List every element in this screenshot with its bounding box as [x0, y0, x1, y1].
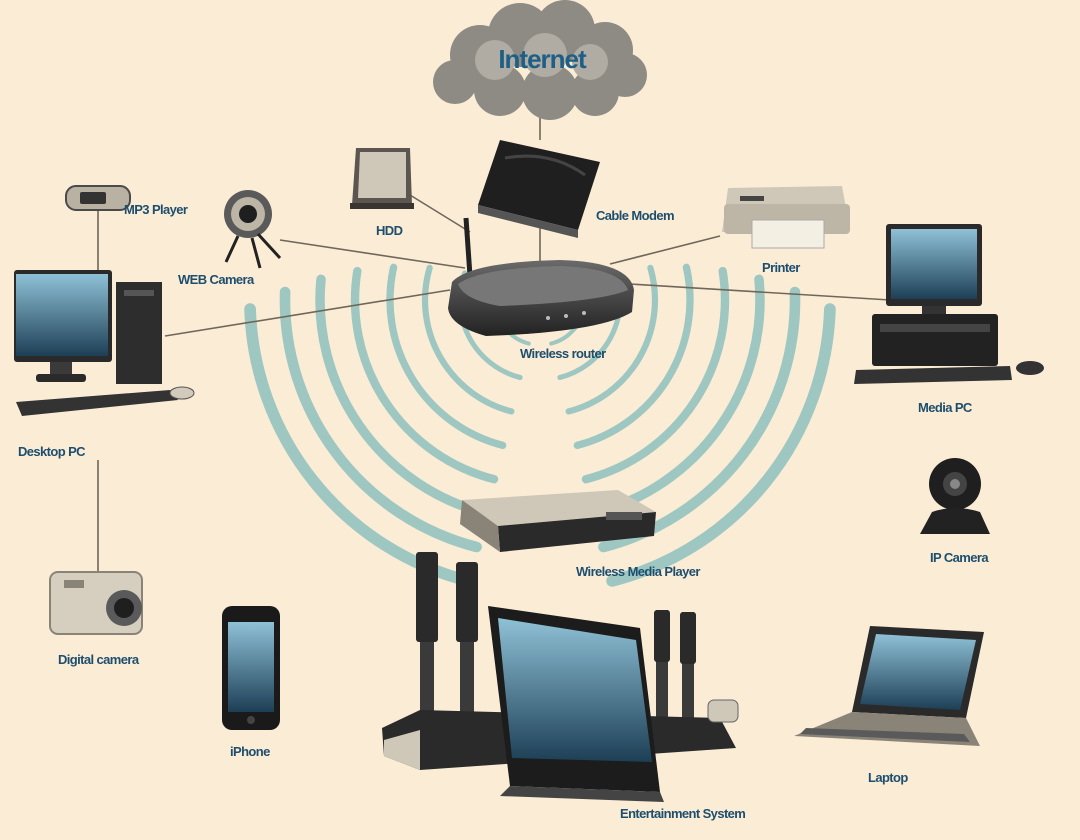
- laptop-icon: [794, 626, 984, 746]
- digital-camera-label: Digital camera: [58, 652, 140, 667]
- media-pc-label: Media PC: [918, 400, 973, 415]
- wireless-router-label: Wireless router: [520, 346, 606, 361]
- iphone-icon: [222, 606, 280, 730]
- connection-wires: [97, 110, 891, 575]
- signal-arc: [421, 264, 515, 415]
- mp3-player-label: MP3 Player: [124, 202, 188, 217]
- entertainment-system-icon: [382, 552, 739, 802]
- ip-camera-icon: [920, 458, 990, 534]
- wireless-router-icon: [448, 217, 634, 336]
- cable-modem-label: Cable Modem: [596, 208, 674, 223]
- signal-arc: [279, 286, 482, 553]
- signal-arc: [581, 266, 730, 484]
- hdd-label: HDD: [376, 223, 403, 238]
- internet-cloud: Internet: [433, 0, 647, 120]
- laptop-label: Laptop: [868, 770, 908, 785]
- signal-arc: [386, 263, 507, 449]
- wireless-media-player-icon: [460, 490, 656, 552]
- mp3-player-icon: [65, 185, 131, 211]
- signal-arc: [589, 274, 765, 518]
- signal-arc: [573, 263, 694, 449]
- ip-camera-label: IP Camera: [930, 550, 989, 565]
- entertainment-system-label: Entertainment System: [620, 806, 745, 821]
- web-camera-label: WEB Camera: [178, 272, 255, 287]
- desktop-pc-icon: [14, 270, 195, 416]
- digital-camera-icon: [49, 571, 143, 635]
- signal-arc: [350, 266, 499, 484]
- iphone-label: iPhone: [230, 744, 270, 759]
- cable-modem-icon: [478, 140, 600, 238]
- wireless-media-player-label: Wireless Media Player: [576, 564, 700, 579]
- signal-arc: [606, 303, 836, 587]
- web-camera-icon: [224, 190, 282, 269]
- hdd-icon: [350, 148, 414, 209]
- desktop-pc-label: Desktop PC: [18, 444, 86, 459]
- media-pc-icon: [854, 224, 1044, 384]
- signal-arc: [315, 274, 491, 518]
- printer-icon: [722, 186, 850, 249]
- internet-label: Internet: [498, 44, 587, 74]
- signal-arc: [565, 264, 659, 415]
- printer-label: Printer: [762, 260, 800, 275]
